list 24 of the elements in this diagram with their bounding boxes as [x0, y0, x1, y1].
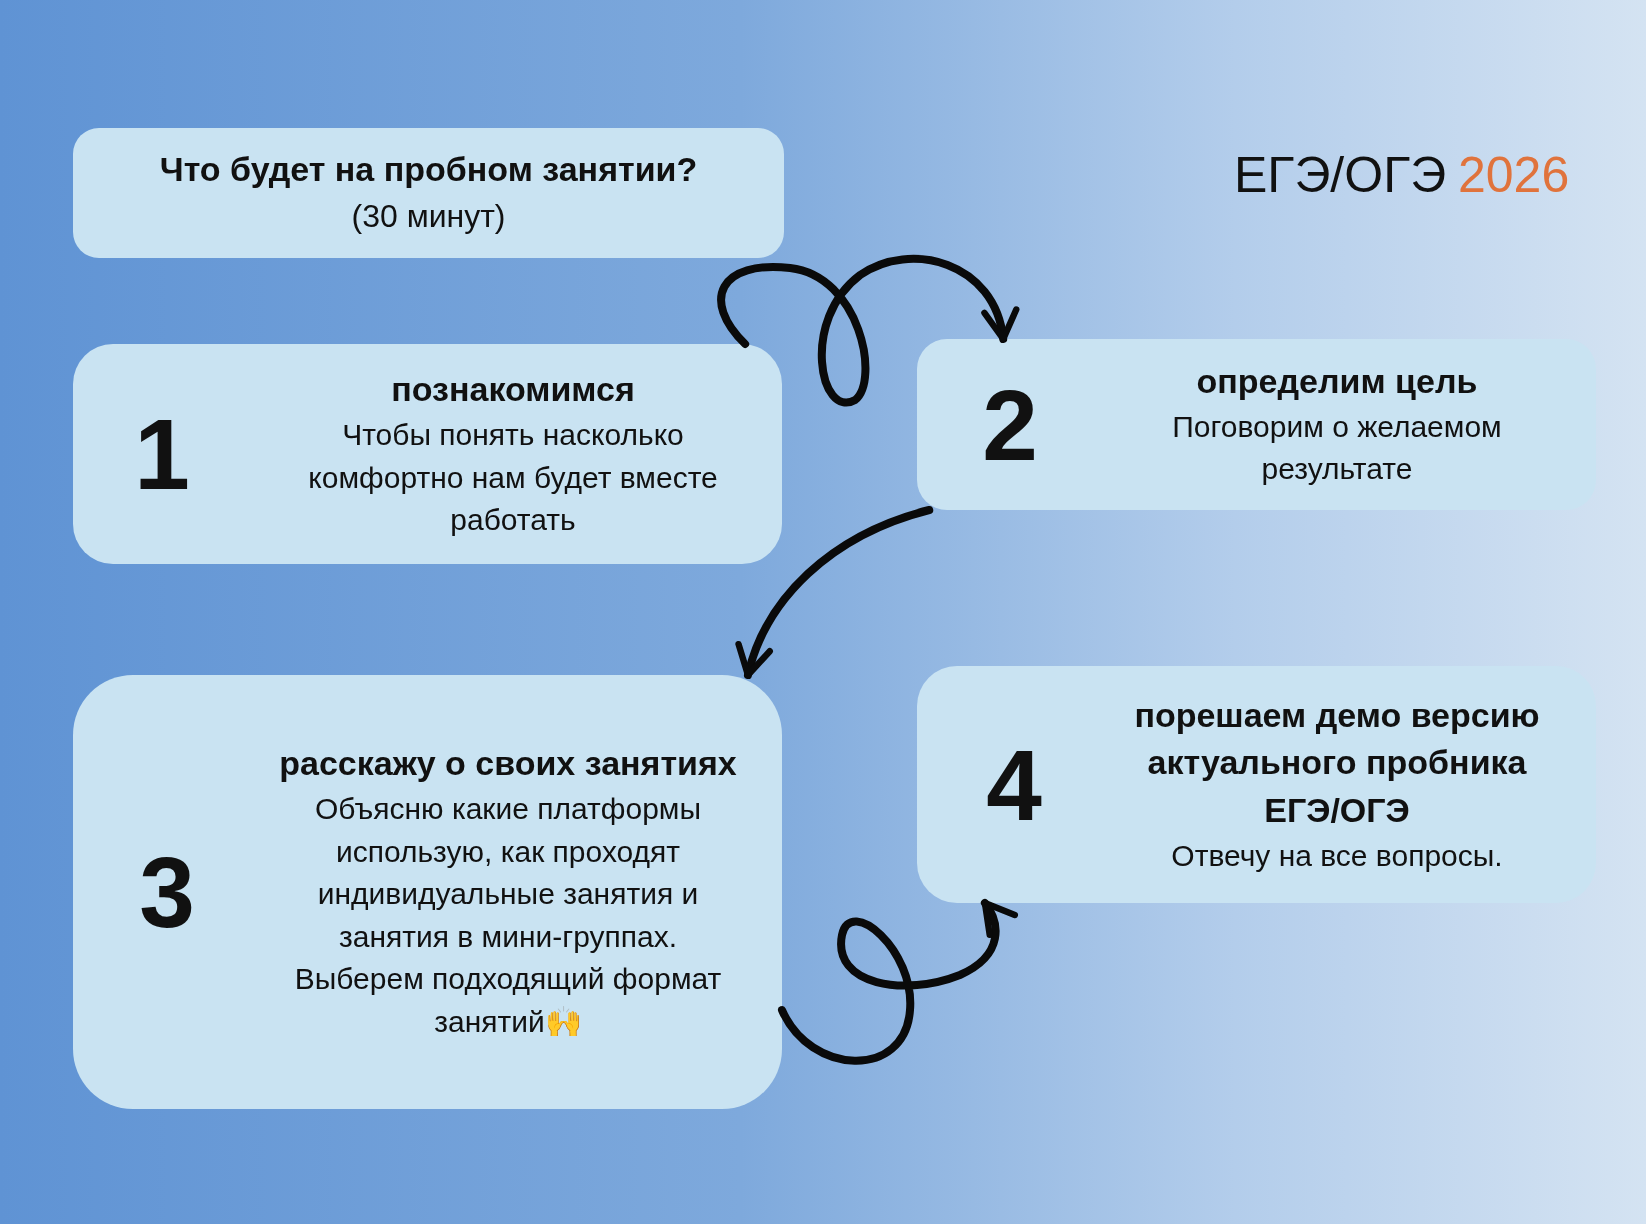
- step-description: Отвечу на все вопросы.: [1171, 837, 1503, 874]
- step-card: [73, 675, 782, 1109]
- step-heading: порешаем демо версию актуального пробника ЕГЭ/ОГЭ: [1133, 694, 1541, 831]
- step-card: [73, 344, 782, 564]
- step-heading: расскажу о своих занятиях: [279, 743, 737, 785]
- title-card: [73, 128, 784, 258]
- step-description: Объясню какие платформы использую, как проходят индивидуальные занятия и занятия в мини-группах. Выберем подходящий формат занятий🙌: [293, 791, 723, 1040]
- curly-arrow: [778, 899, 1018, 1065]
- curly-arrow: [737, 506, 934, 679]
- step-number: 3: [138, 842, 196, 942]
- step-heading: определим цель: [1196, 361, 1478, 403]
- title-heading: Что будет на пробном занятии?: [159, 149, 698, 191]
- step-card: [917, 666, 1596, 903]
- step-description: Чтобы понять насколько комфортно нам будет вместе работать: [307, 416, 719, 539]
- curly-arrow: [717, 254, 1017, 407]
- exam-label: ЕГЭ/ОГЭ: [1234, 150, 1447, 200]
- step-description: Поговорим о желаемом результате: [1171, 408, 1503, 488]
- step-number: 4: [985, 734, 1043, 835]
- year-label: 2026: [1458, 150, 1570, 200]
- step-card: [917, 339, 1596, 510]
- step-number: 2: [981, 374, 1039, 475]
- step-heading: познакомимся: [391, 369, 635, 411]
- step-number: 1: [133, 404, 191, 504]
- duration-note: (30 минут): [351, 197, 506, 237]
